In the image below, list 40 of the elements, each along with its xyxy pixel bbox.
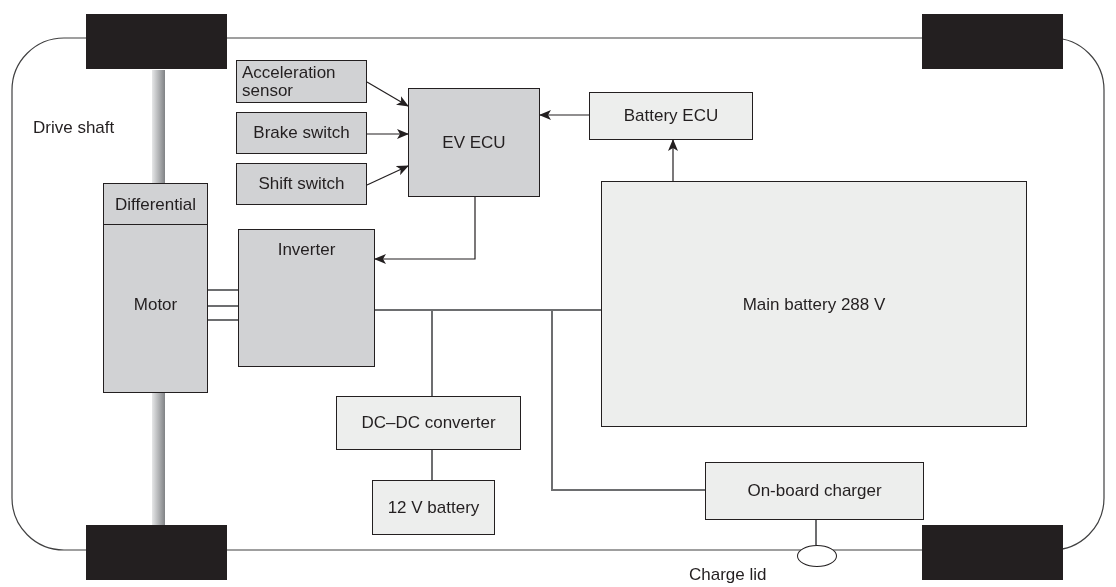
connector-line (207, 305, 239, 307)
converter-box (336, 396, 521, 450)
part-label: Drive shaft (33, 118, 115, 138)
switch-box (236, 112, 367, 154)
box-label: Differential (115, 195, 196, 214)
arrow (668, 139, 678, 182)
box-label: Acceleration sensor (242, 63, 337, 100)
connector-line (207, 319, 239, 321)
box-label: 12 V battery (387, 498, 480, 517)
connector-line (431, 449, 433, 481)
connector-line (374, 309, 433, 397)
box-label: Inverter (277, 241, 336, 259)
connector-line (207, 289, 239, 291)
battery-box (372, 480, 495, 535)
box-label: DC–DC converter (361, 414, 496, 432)
box-label: Brake switch (253, 124, 350, 142)
differential-box (103, 183, 208, 226)
connector-line (551, 309, 706, 491)
inverter-box (238, 229, 375, 367)
box-label: Motor (133, 296, 178, 314)
box-label: On-board charger (747, 482, 882, 500)
box-label: Main battery 288 V (742, 296, 886, 314)
battery-box (601, 181, 1027, 427)
connector-line (815, 519, 817, 546)
control-unit-box (589, 92, 753, 140)
arrow (366, 129, 409, 139)
box-label: EV ECU (442, 133, 506, 152)
box-label: Battery ECU (623, 107, 719, 125)
arrow (366, 81, 409, 107)
sensor-box (236, 60, 367, 103)
arrow (539, 110, 590, 120)
arrow (366, 165, 409, 186)
motor-box (103, 224, 208, 393)
charge-lid (797, 545, 837, 567)
switch-box (236, 163, 367, 205)
node-label: Charge lid (689, 565, 767, 585)
charger-box (705, 462, 924, 520)
arrow (374, 196, 476, 264)
box-label: Shift switch (258, 175, 345, 193)
control-unit-box (408, 88, 540, 197)
